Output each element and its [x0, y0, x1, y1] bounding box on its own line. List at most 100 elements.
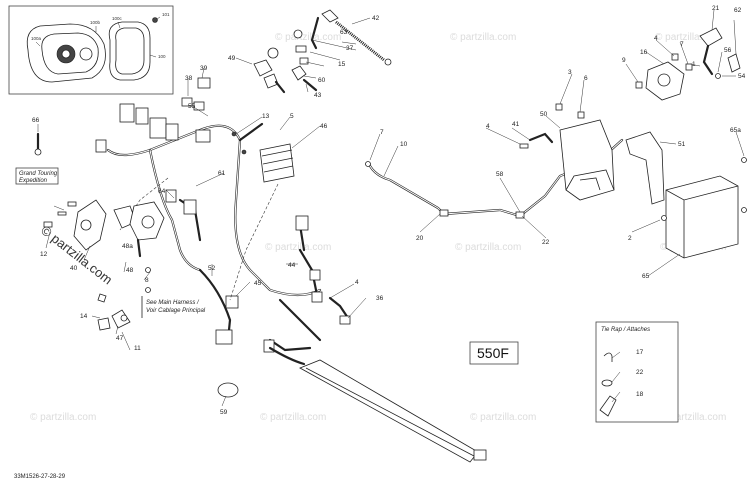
model-label-box [469, 341, 519, 365]
callout-100a: 100a [31, 36, 42, 41]
inset-leaders [35, 16, 161, 58]
callout-11: 11 [134, 345, 141, 352]
clip [97, 317, 111, 331]
callout-38: 38 [185, 75, 193, 82]
callout-7: 7 [380, 129, 384, 136]
callout-9: 9 [622, 57, 626, 64]
bolt [577, 111, 585, 119]
callout-14: 14 [80, 313, 88, 320]
callout-17: 17 [636, 349, 644, 356]
bracket-51 [625, 131, 665, 205]
inset-frame [8, 5, 174, 95]
callout-50: 50 [540, 111, 548, 118]
fastener [145, 287, 151, 293]
expedition-text: Expedition [19, 178, 48, 184]
callout-54: 54 [738, 73, 746, 80]
tie-rap-22 [601, 379, 613, 387]
callout-58: 58 [496, 171, 504, 178]
connector-stack [291, 29, 318, 92]
tray-edge [565, 169, 615, 191]
battery-edges [665, 185, 739, 258]
callout-36: 36 [376, 295, 384, 302]
callout-16: 16 [640, 49, 648, 56]
module-screw [241, 149, 247, 155]
connector-housing [149, 117, 167, 139]
ground-wire [328, 296, 350, 320]
ground-cable [328, 296, 351, 325]
callout-labels: 42 37 63 15 60 43 49 39 38 55 13 5 46 66… [32, 5, 746, 416]
tie-ring [217, 382, 239, 398]
control-module [231, 131, 295, 183]
nut [685, 63, 693, 71]
callout-12: 12 [40, 251, 48, 258]
tie-rap-inset [595, 321, 679, 423]
callout-10: 10 [400, 141, 408, 148]
relay-block [193, 101, 205, 111]
callout-65a: 65a [730, 127, 741, 134]
model-label: 550F [477, 345, 509, 361]
watermark: © partzilla.com [450, 32, 516, 43]
connector-housing [309, 269, 321, 281]
strap-connector [473, 449, 487, 461]
strap-wire [268, 346, 306, 366]
switch-body [253, 59, 273, 77]
bracket-plate [73, 199, 107, 251]
bolt [555, 103, 563, 111]
bracket-hole [80, 219, 92, 231]
fuse-cap [727, 53, 741, 73]
harness-trunk-inner [107, 125, 321, 296]
terminal-bolt [661, 215, 667, 221]
connector-housing [165, 189, 177, 203]
cable-terminal [365, 161, 371, 167]
gauge-lens [26, 23, 106, 83]
main-harness-note: See Main Harness / [146, 300, 200, 306]
callout-13: 13 [262, 113, 270, 120]
watermark: © partzilla.com [265, 242, 331, 253]
switch-knob [141, 215, 155, 229]
callout-15: 15 [338, 61, 346, 68]
callout-22: 22 [542, 239, 550, 246]
callout-63: 63 [340, 29, 348, 36]
module-body [259, 143, 295, 183]
gauge-subdial [79, 47, 93, 61]
solenoid-assembly [635, 27, 741, 101]
cable-clip [439, 209, 449, 217]
pigtail-wire [302, 78, 318, 92]
callout-60: 60 [318, 77, 326, 84]
connector-housing [95, 139, 107, 153]
connector-housing [225, 295, 239, 309]
gauge-cluster-inset: 100a 100b 100c 101 100 [8, 5, 174, 95]
callout-48a: 48a [122, 243, 133, 250]
callout-101: 101 [162, 12, 170, 17]
callout-48: 48 [126, 267, 134, 274]
reference-dash [119, 177, 169, 231]
module-screw [231, 131, 237, 137]
callout-52: 52 [208, 265, 216, 272]
callout-100: 100 [158, 54, 166, 59]
watermark: © partzilla.com [660, 412, 726, 423]
callout-41: 41 [512, 121, 520, 128]
watermark: © partzilla.com [30, 412, 96, 423]
bracket-switch [129, 201, 165, 241]
watermark: © partzilla.com [655, 32, 721, 43]
strap-body [299, 359, 479, 463]
switch-group [181, 47, 286, 111]
module-fins [261, 149, 294, 173]
battery [661, 157, 747, 259]
drawing-reference: 33M1526-27-28-29 [14, 474, 66, 480]
callout-22-tie: 22 [636, 369, 644, 376]
switch-cap [267, 47, 279, 59]
callout-51: 51 [678, 141, 686, 148]
grommet [293, 29, 303, 39]
callout-3: 3 [568, 69, 572, 76]
tray-strap [579, 177, 601, 191]
screw [67, 201, 77, 207]
screw [57, 211, 67, 216]
callout-21: 21 [712, 5, 720, 12]
watermark: © partzilla.com [470, 412, 536, 423]
callout-42: 42 [372, 15, 380, 22]
grand-touring-note [15, 167, 59, 185]
ground-lug [339, 315, 351, 325]
watermark: © partzilla.com [275, 32, 341, 43]
